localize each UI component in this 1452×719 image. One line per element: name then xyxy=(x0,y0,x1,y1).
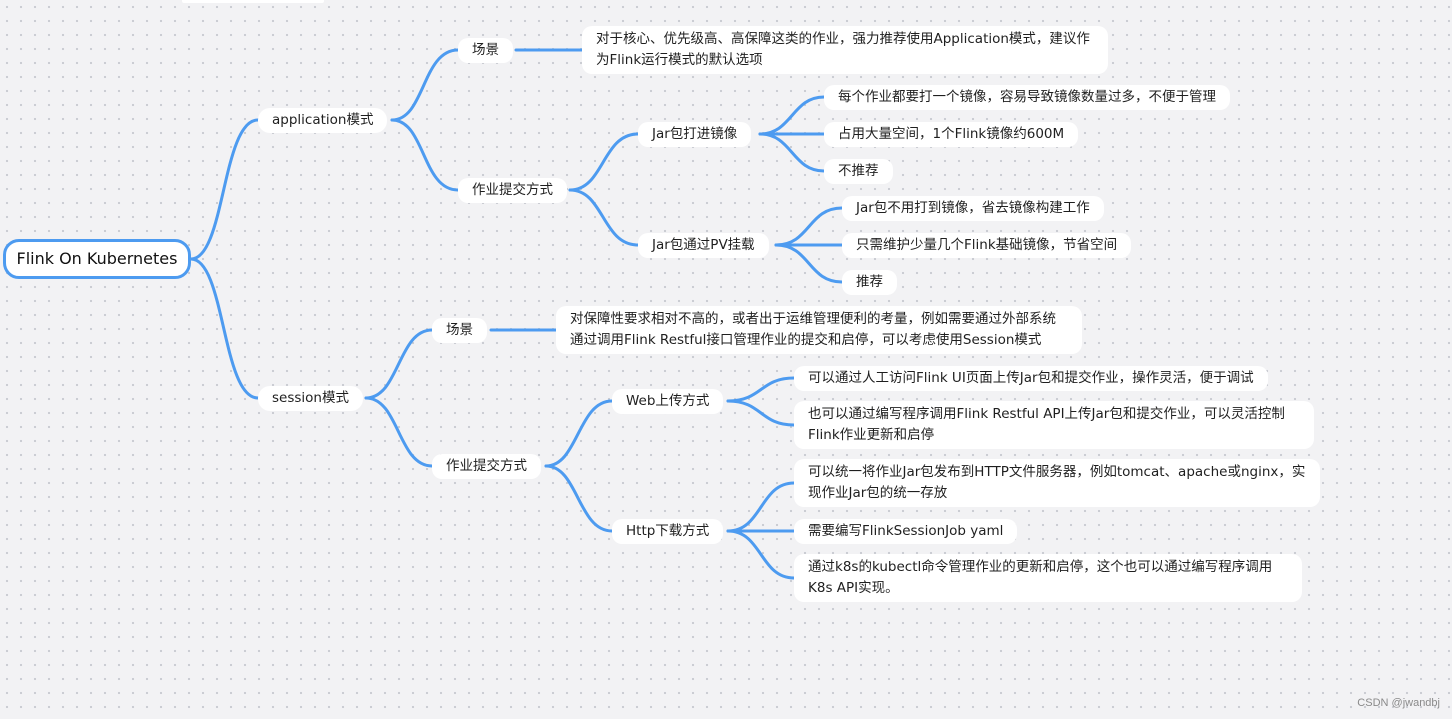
node-web-upload-item-2[interactable]: 也可以通过编写程序调用Flink Restful API上传Jar包和提交作业，… xyxy=(794,401,1314,449)
node-http-download-item-1[interactable]: 可以统一将作业Jar包发布到HTTP文件服务器，例如tomcat、apache或… xyxy=(794,459,1320,507)
edge-root-application xyxy=(189,118,260,261)
edge-app-submit-jar-pv xyxy=(568,188,640,247)
edge-session-scene xyxy=(364,328,434,400)
edge-session-submit-web xyxy=(544,399,614,468)
edge-application-scene xyxy=(390,48,460,122)
node-jar-pv-item-1[interactable]: Jar包不用打到镜像，省去镜像构建工作 xyxy=(842,196,1104,221)
node-jar-in-image-item-1[interactable]: 每个作业都要打一个镜像，容易导致镜像数量过多，不便于管理 xyxy=(824,85,1230,110)
node-application-scene[interactable]: 场景 xyxy=(458,38,513,63)
edge-jar-image-3 xyxy=(758,132,826,173)
node-web-upload-item-1[interactable]: 可以通过人工访问Flink UI页面上传Jar包和提交作业，操作灵活，便于调试 xyxy=(794,366,1268,391)
edge-jar-image-1 xyxy=(758,95,826,136)
node-jar-in-image-item-3[interactable]: 不推荐 xyxy=(824,159,893,184)
node-session-scene-text[interactable]: 对保障性要求相对不高的，或者出于运维管理便利的考量，例如需要通过外部系统通过调用… xyxy=(556,306,1082,354)
node-jar-pv[interactable]: Jar包通过PV挂载 xyxy=(638,233,769,258)
edge-session-submit xyxy=(364,396,434,468)
node-application-scene-text[interactable]: 对于核心、优先级高、高保障这类的作业，强力推荐使用Application模式，建… xyxy=(582,26,1108,74)
edge-jar-pv-3 xyxy=(774,243,844,284)
edge-app-submit-jar-image xyxy=(568,132,640,192)
node-jar-pv-item-2[interactable]: 只需维护少量几个Flink基础镜像，节省空间 xyxy=(842,233,1132,258)
watermark: CSDN @jwandbj xyxy=(1357,697,1440,709)
root-node[interactable]: Flink On Kubernetes xyxy=(3,239,191,279)
edge-session-submit-http xyxy=(544,464,614,533)
edge-root-session xyxy=(189,257,260,400)
node-session-submit[interactable]: 作业提交方式 xyxy=(432,454,541,479)
edge-web-2 xyxy=(726,399,796,427)
node-web-upload[interactable]: Web上传方式 xyxy=(612,389,724,414)
node-session-mode[interactable]: session模式 xyxy=(258,386,363,411)
node-jar-pv-item-3[interactable]: 推荐 xyxy=(842,270,897,295)
node-http-download-item-2[interactable]: 需要编写FlinkSessionJob yaml xyxy=(794,519,1018,544)
node-http-download[interactable]: Http下载方式 xyxy=(612,519,724,544)
node-jar-in-image[interactable]: Jar包打进镜像 xyxy=(638,122,752,147)
edge-jar-pv-1 xyxy=(774,206,844,247)
edge-http-1 xyxy=(726,481,796,533)
node-session-scene[interactable]: 场景 xyxy=(432,318,487,343)
top-tab-fragment xyxy=(182,0,324,3)
edge-web-1 xyxy=(726,376,796,403)
edge-application-submit xyxy=(390,118,460,192)
node-jar-in-image-item-2[interactable]: 占用大量空间，1个Flink镜像约600M xyxy=(824,122,1079,147)
node-application-mode[interactable]: application模式 xyxy=(258,108,388,133)
node-http-download-item-3[interactable]: 通过k8s的kubectl命令管理作业的更新和启停，这个也可以通过编写程序调用K… xyxy=(794,554,1302,602)
node-application-submit[interactable]: 作业提交方式 xyxy=(458,178,567,203)
edge-http-3 xyxy=(726,529,796,580)
